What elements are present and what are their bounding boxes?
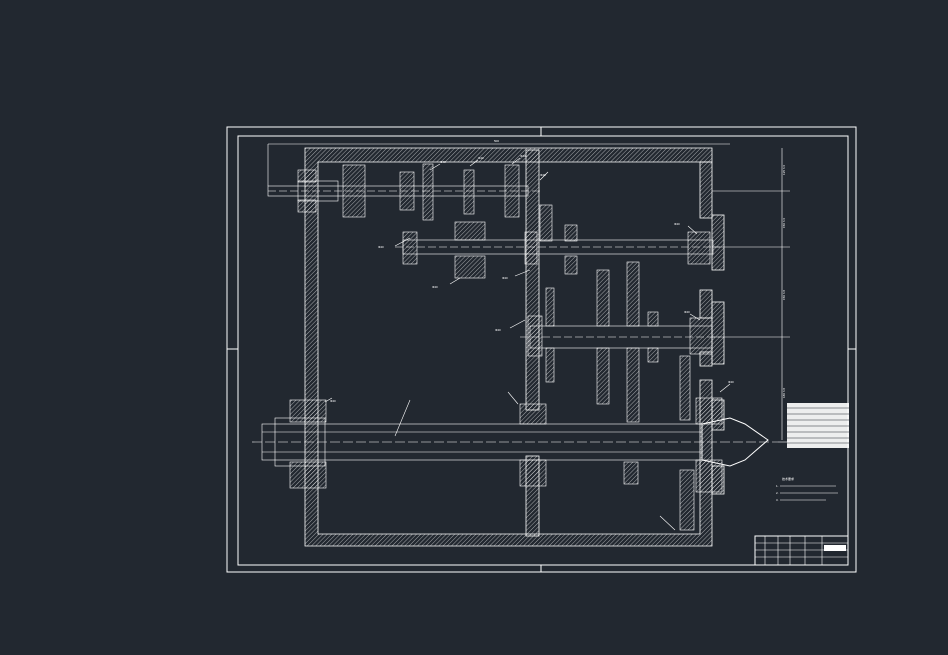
svg-text:技术要求: 技术要求 (782, 476, 794, 481)
parts-table (787, 403, 849, 448)
title-block (754, 535, 849, 566)
sheet-center-marks (227, 127, 856, 572)
svg-text:180 h 8: 180 h 8 (782, 388, 786, 398)
svg-text:Φ40: Φ40 (520, 154, 526, 158)
svg-text:150 h 6: 150 h 6 (782, 218, 786, 228)
svg-text:135 h 6: 135 h 6 (782, 165, 786, 175)
right-dimensions: 135 h 6 150 h 6 150 h 8 180 h 8 (712, 148, 790, 443)
svg-text:Φ40: Φ40 (684, 310, 690, 314)
svg-text:Φ40: Φ40 (540, 173, 546, 177)
svg-text:Φ40: Φ40 (330, 399, 336, 403)
svg-text:500: 500 (494, 139, 499, 143)
svg-text:2.: 2. (776, 491, 779, 495)
main-spindle (252, 397, 778, 531)
technical-notes: 技术要求 1. 2. 3. (776, 476, 838, 502)
shaft-input (267, 163, 540, 221)
svg-text:Φ40: Φ40 (674, 222, 680, 226)
callout-leaders (324, 157, 731, 531)
svg-text:Φ40: Φ40 (378, 245, 384, 249)
shaft-second (395, 204, 720, 279)
callout-labels: Φ40 Φ40 Φ40 Φ40 Φ40 Φ40 Φ40 Φ40 Φ40 Φ40 … (330, 154, 734, 403)
svg-text:Φ40: Φ40 (478, 156, 484, 160)
svg-text:Φ40: Φ40 (728, 380, 734, 384)
svg-text:Φ40: Φ40 (495, 328, 501, 332)
svg-text:Φ40: Φ40 (502, 276, 508, 280)
svg-text:150 h 8: 150 h 8 (782, 290, 786, 300)
top-dimension: 500 (267, 139, 730, 186)
housing (304, 147, 725, 547)
svg-text:Φ40: Φ40 (440, 160, 446, 164)
svg-text:Φ40: Φ40 (432, 285, 438, 289)
svg-text:1.: 1. (776, 484, 779, 488)
sheet-inner-border (237, 135, 849, 566)
shaft-third (520, 261, 720, 423)
svg-text:3.: 3. (776, 498, 779, 502)
